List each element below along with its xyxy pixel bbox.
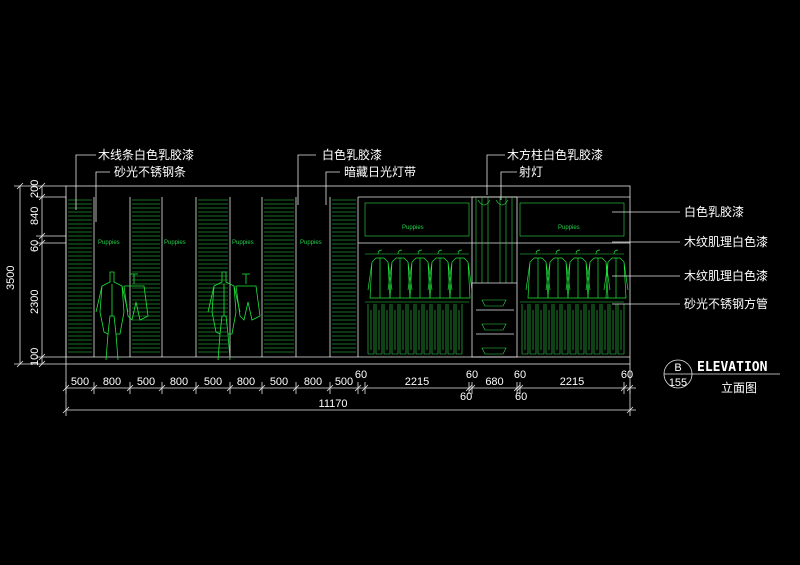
dim-2300: 2300	[29, 290, 41, 314]
brand-logo-2: Puppies	[164, 240, 186, 246]
dim-segment: 500	[137, 376, 155, 388]
dim-segment: 680	[485, 376, 503, 388]
dim-height-total: 3500	[5, 266, 17, 290]
brand-logos-left: Puppies Puppies Puppies Puppies	[98, 240, 322, 246]
title-elevation: ELEVATION	[697, 360, 768, 375]
label-white-latex: 白色乳胶漆	[684, 204, 744, 219]
wardrobe-left-bay: Puppies	[364, 202, 470, 303]
brand-logo-5: Puppies	[402, 225, 424, 231]
title-cn: 立面图	[721, 380, 757, 395]
label-wood-grain-1: 木纹肌理白色漆	[684, 234, 768, 249]
bottom-dimension-ticks	[62, 382, 634, 414]
dim-segment: 800	[103, 376, 121, 388]
dim-segment: 60	[514, 369, 526, 381]
dim-segment: 500	[270, 376, 288, 388]
center-column	[471, 196, 518, 358]
dim-segment: 60	[466, 369, 478, 381]
dim-segment: 800	[237, 376, 255, 388]
label-steel-tube: 砂光不锈钢方管	[684, 296, 768, 311]
dim-segment: 800	[170, 376, 188, 388]
mannequin-left	[95, 271, 149, 361]
dim-60: 60	[29, 240, 41, 252]
wood-strip-panels	[65, 197, 359, 357]
elevation-frame	[65, 185, 631, 365]
dim-segment: 500	[71, 376, 89, 388]
hanging-jackets	[367, 249, 629, 299]
dim-segment: 2215	[405, 376, 429, 388]
title-letter: B	[674, 362, 681, 374]
dim-840: 840	[29, 207, 41, 225]
dim-200: 200	[29, 180, 41, 198]
title-number: 155	[669, 377, 687, 389]
dim-segment: 800	[304, 376, 322, 388]
dim-segment: 2215	[560, 376, 584, 388]
dim-segment: 500	[204, 376, 222, 388]
label-hidden-light: 暗藏日光灯带	[344, 164, 416, 179]
leader-lines	[75, 154, 680, 305]
label-spotlight: 射灯	[519, 164, 543, 179]
mannequin-right	[207, 271, 261, 361]
label-wood-grain-2: 木纹肌理白色漆	[684, 268, 768, 283]
wardrobe-right-bay: Puppies	[519, 202, 625, 303]
left-dimension-lines	[14, 182, 66, 368]
brand-logo-1: Puppies	[98, 240, 120, 246]
brand-logo-6: Puppies	[558, 225, 580, 231]
dim-segment: 500	[335, 376, 353, 388]
dim-below-60-a: 60	[460, 391, 472, 403]
dim-segment: 60	[621, 369, 633, 381]
label-wood-column: 木方柱白色乳胶漆	[507, 147, 603, 162]
brand-logo-4: Puppies	[300, 240, 322, 246]
title-block: B 155 ELEVATION 立面图	[663, 359, 780, 395]
label-steel-strip: 砂光不锈钢条	[114, 165, 186, 179]
bottom-dimension-lines	[65, 364, 636, 416]
brand-logo-3: Puppies	[232, 240, 254, 246]
label-wood-strip: 木线条白色乳胶漆	[98, 147, 194, 162]
dim-100: 100	[29, 348, 41, 366]
hanging-trousers	[367, 304, 625, 355]
dim-width-total: 11170	[319, 398, 348, 410]
dim-below-60-b: 60	[515, 391, 527, 403]
dim-segment: 60	[355, 369, 367, 381]
label-white-latex-top: 白色乳胶漆	[322, 147, 382, 162]
